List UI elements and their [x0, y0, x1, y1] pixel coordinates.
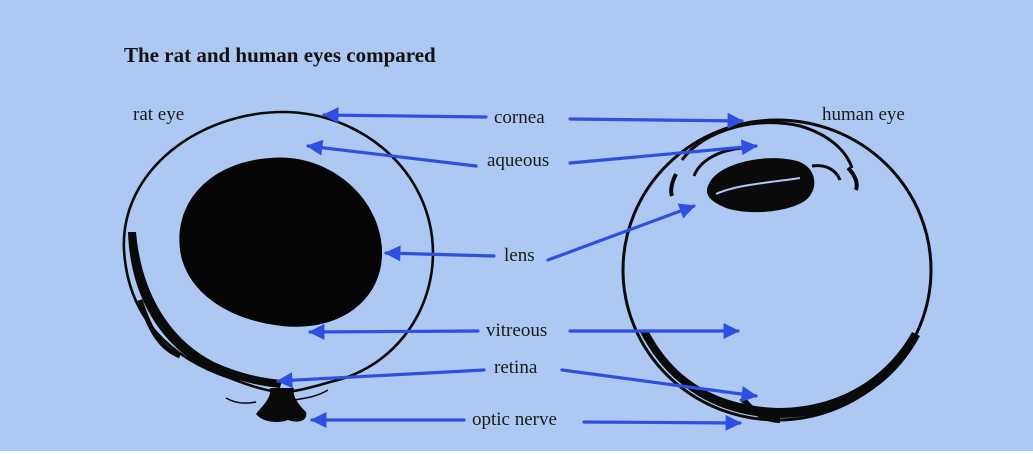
arrow-optic-nerve-human	[584, 422, 740, 423]
rat-eye-label: rat eye	[133, 105, 184, 124]
arrow-retina-rat	[278, 370, 484, 381]
vitreous-label: vitreous	[486, 321, 547, 340]
arrow-lens-rat	[386, 253, 494, 256]
arrow-lens-human	[548, 206, 694, 260]
rat-eye-lens	[179, 157, 382, 326]
arrow-cornea-rat	[324, 115, 486, 117]
cornea-label: cornea	[494, 108, 545, 127]
retina-label: retina	[494, 358, 537, 377]
optic-nerve-label: optic nerve	[472, 410, 557, 429]
human-eye-label: human eye	[822, 105, 905, 124]
human-eye-lens	[707, 158, 814, 212]
rat-eye-optic-nerve	[256, 388, 306, 422]
human-eye-retina-layer	[640, 330, 920, 418]
arrow-aqueous-rat	[308, 146, 476, 166]
lens-label: lens	[504, 246, 535, 265]
arrow-retina-human	[562, 370, 756, 396]
arrow-aqueous-human	[570, 146, 756, 163]
arrow-vitreous-rat	[310, 331, 478, 332]
aqueous-label: aqueous	[487, 151, 549, 170]
arrow-cornea-human	[570, 119, 742, 121]
human-eye-drawing	[623, 120, 931, 420]
diagram-title: The rat and human eyes compared	[124, 43, 436, 68]
